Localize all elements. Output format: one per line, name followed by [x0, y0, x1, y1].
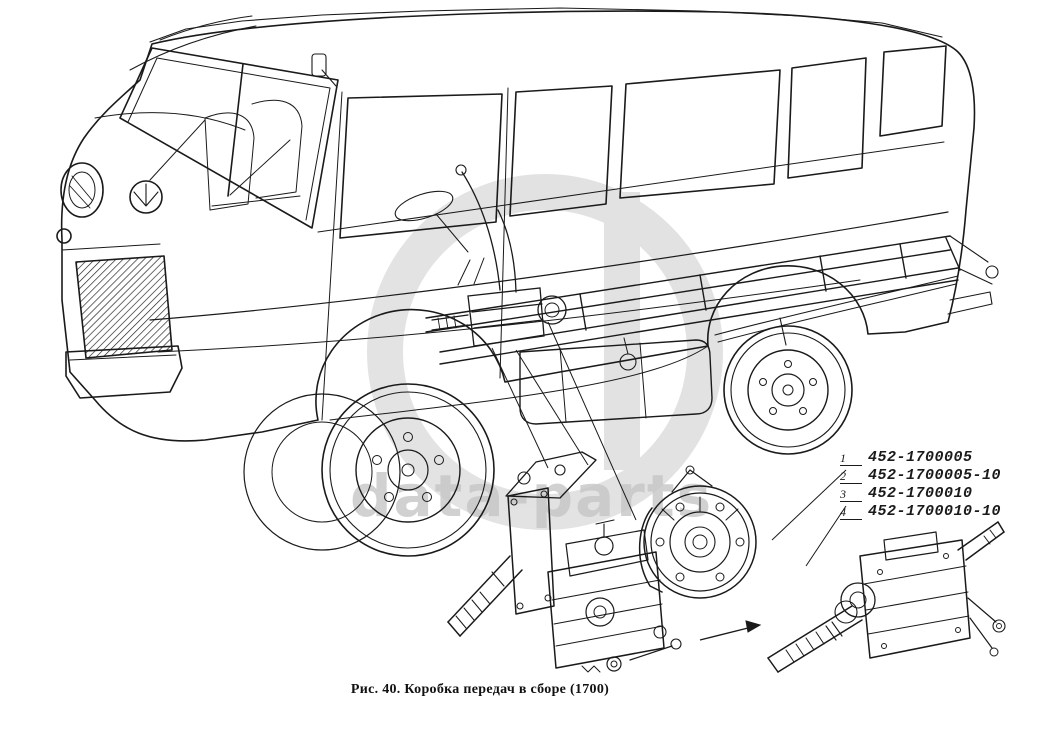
part-item-number: 1 [840, 451, 862, 466]
parts-list-row: 2 452-1700005-10 [840, 466, 1001, 484]
part-number: 452-1700005 [868, 449, 973, 466]
leader-lines [491, 321, 847, 567]
gearbox-assembly-large-drawing [447, 451, 757, 673]
parts-list: 1 452-1700005 2 452-1700005-10 3 452-170… [840, 448, 1001, 520]
van-cutaway-drawing [56, 7, 976, 442]
figure-caption: Рис. 40. Коробка передач в сборе (1700) [350, 682, 610, 697]
gearbox-assembly-small-drawing [767, 521, 1006, 673]
part-item-number: 2 [840, 469, 862, 484]
gearbox-in-chassis-drawing [431, 164, 567, 347]
part-item-number: 4 [840, 505, 862, 520]
parts-list-row: 4 452-1700010-10 [840, 502, 1001, 520]
watermark-text: data-parts [350, 462, 714, 530]
chassis-frame-drawing [425, 235, 999, 425]
part-number: 452-1700010 [868, 485, 973, 502]
part-number: 452-1700010-10 [868, 503, 1002, 520]
wheels-drawing [243, 325, 853, 557]
parts-list-row: 1 452-1700005 [840, 448, 1001, 466]
part-number: 452-1700005-10 [868, 467, 1002, 484]
pointer-arrow [699, 620, 762, 641]
part-item-number: 3 [840, 487, 862, 502]
parts-list-row: 3 452-1700010 [840, 484, 1001, 502]
